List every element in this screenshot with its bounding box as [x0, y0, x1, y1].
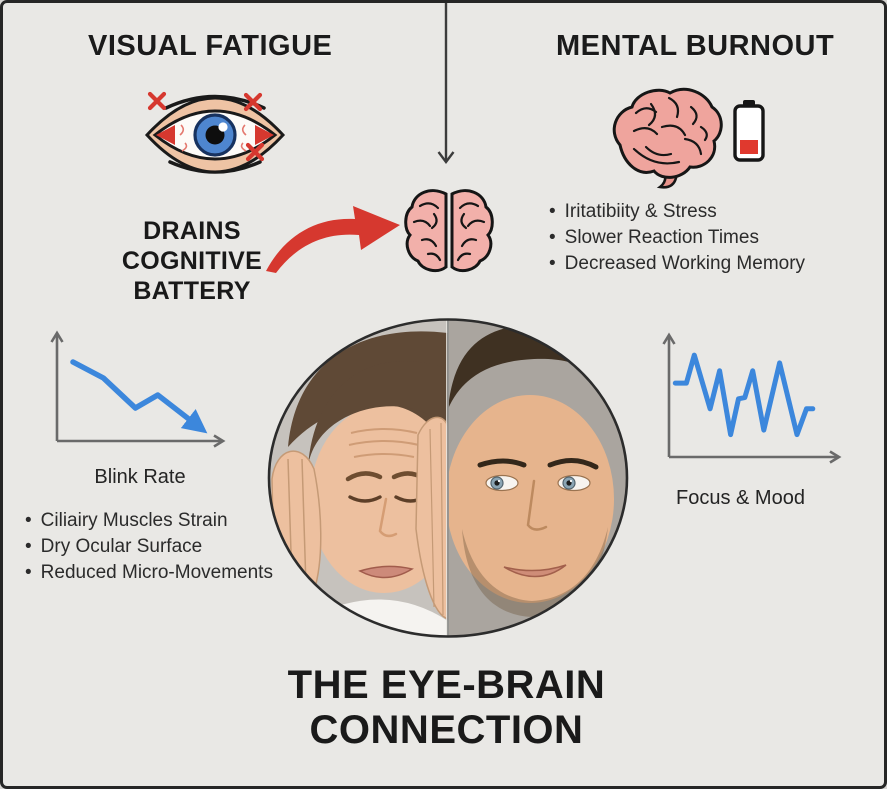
list-item: Reduced Micro-Movements — [25, 560, 273, 586]
main-title: THE EYE-BRAIN CONNECTION — [3, 663, 884, 753]
focus-mood-chart — [662, 332, 842, 464]
blink-rate-chart — [50, 330, 226, 448]
list-item: Decreased Working Memory — [549, 251, 805, 277]
list-item: Slower Reaction Times — [549, 225, 805, 251]
list-item: Ciliairy Muscles Strain — [25, 508, 273, 534]
burnout-symptoms-list: Iritatibiity & Stress Slower Reaction Ti… — [549, 199, 805, 277]
calm-man-half — [448, 319, 627, 637]
bloodshot-eye-icon — [144, 91, 286, 174]
red-x-marks — [147, 91, 265, 162]
list-item: Iritatibiity & Stress — [549, 199, 805, 225]
brain-top-view-icon — [404, 189, 494, 273]
blink-rate-label: Blink Rate — [94, 466, 186, 488]
visual-fatigue-title: VISUAL FATIGUE — [88, 30, 333, 62]
drains-cognitive-battery-text: DRAINS COGNITIVE BATTERY — [121, 217, 263, 305]
low-battery-icon — [733, 100, 765, 162]
brain-side-icon — [612, 87, 723, 189]
visual-fatigue-effects-list: Ciliairy Muscles Strain Dry Ocular Surfa… — [25, 508, 273, 586]
mental-burnout-title: MENTAL BURNOUT — [556, 30, 835, 62]
focus-mood-label: Focus & Mood — [676, 487, 805, 509]
down-arrow-connector — [437, 3, 455, 164]
curved-red-arrow-icon — [266, 206, 400, 273]
main-title-line1: THE EYE-BRAIN — [287, 663, 606, 707]
split-face-photo — [267, 318, 629, 638]
list-item: Dry Ocular Surface — [25, 534, 273, 560]
stressed-woman-half — [269, 319, 448, 637]
main-title-line2: CONNECTION — [309, 708, 584, 752]
